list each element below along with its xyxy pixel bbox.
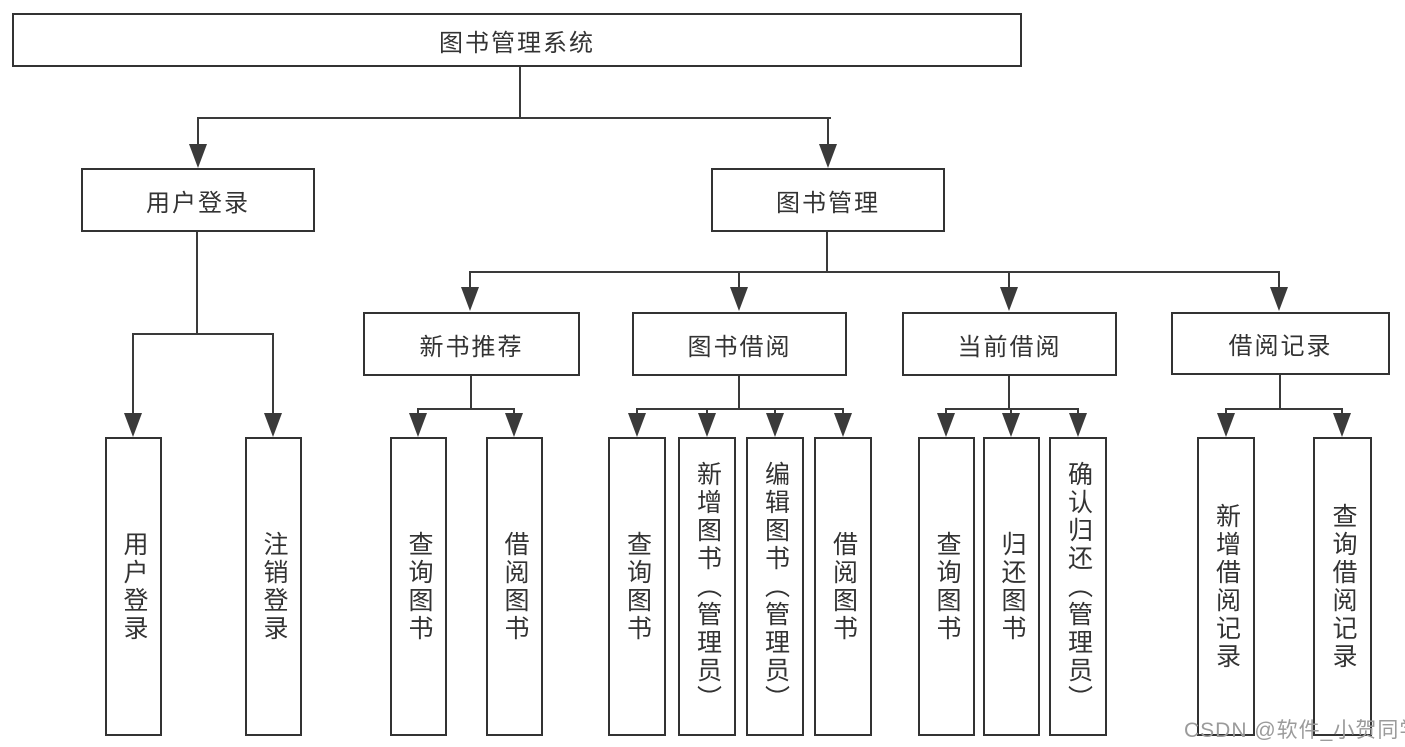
- connector-drop-user-login: [197, 117, 199, 145]
- node-new-book-recommend-label: 新书推荐: [419, 333, 524, 361]
- connector-user-login-stub: [196, 232, 198, 335]
- leaf-current-query-label: 查询图书: [933, 530, 961, 643]
- leaf-confirm-return: 确认归还（管理员）: [1049, 437, 1107, 736]
- arrowhead-br-query-icon: [1333, 413, 1351, 437]
- connector-drop-book-management: [827, 117, 829, 145]
- connector-book-management-stub: [826, 232, 828, 273]
- node-borrow-record-label: 借阅记录: [1228, 333, 1333, 360]
- leaf-record-query: 查询借阅记录: [1313, 437, 1372, 736]
- leaf-borrow-book: 借阅图书: [814, 437, 872, 736]
- leaf-borrow-edit-book-label: 编辑图书（管理员）: [761, 460, 790, 713]
- leaf-borrow-book-label: 借阅图书: [829, 530, 858, 643]
- connector-drop-borrow-record: [1278, 271, 1280, 289]
- connector-borrow-record-stub: [1279, 375, 1281, 410]
- leaf-borrow-edit-book: 编辑图书（管理员）: [746, 437, 804, 736]
- leaf-borrow-add-book: 新增图书（管理员）: [678, 437, 736, 736]
- connector-root-stub: [519, 67, 521, 119]
- connector-drop-leaf-user-login: [132, 333, 134, 415]
- node-current-borrow: 当前借阅: [902, 312, 1117, 376]
- connector-drop-bb-add: [706, 408, 708, 416]
- arrowhead-cb-return-icon: [1002, 413, 1020, 437]
- connector-drop-br-query: [1341, 408, 1343, 416]
- leaf-logout: 注销登录: [245, 437, 302, 736]
- arrowhead-book-borrow-icon: [730, 287, 748, 311]
- connector-current-borrow-stub: [1008, 376, 1010, 410]
- leaf-borrow-query-label: 查询图书: [623, 530, 652, 643]
- arrowhead-current-borrow-icon: [1000, 287, 1018, 311]
- arrowhead-leaf-logout-icon: [264, 413, 282, 437]
- connector-book-borrow-branch: [636, 408, 844, 410]
- connector-drop-nb-query: [417, 408, 419, 416]
- arrowhead-user-login-icon: [189, 144, 207, 168]
- arrowhead-bb-query-icon: [628, 413, 646, 437]
- arrowhead-borrow-record-icon: [1270, 287, 1288, 311]
- connector-borrow-record-branch: [1225, 408, 1342, 410]
- node-book-borrow: 图书借阅: [632, 312, 847, 376]
- arrowhead-cb-confirm-icon: [1069, 413, 1087, 437]
- arrowhead-bb-edit-icon: [766, 413, 784, 437]
- arrowhead-nb-borrow-icon: [505, 413, 523, 437]
- arrowhead-nb-query-icon: [409, 413, 427, 437]
- arrowhead-bb-borrow-icon: [834, 413, 852, 437]
- arrowhead-br-add-icon: [1217, 413, 1235, 437]
- leaf-newbook-borrow-label: 借阅图书: [501, 530, 529, 643]
- node-user-login: 用户登录: [81, 168, 315, 232]
- arrowhead-new-book-icon: [461, 287, 479, 311]
- leaf-logout-label: 注销登录: [260, 530, 288, 643]
- node-new-book-recommend: 新书推荐: [363, 312, 580, 376]
- connector-current-borrow-branch: [945, 408, 1079, 410]
- node-book-management: 图书管理: [711, 168, 945, 232]
- leaf-record-add: 新增借阅记录: [1197, 437, 1255, 736]
- leaf-return-book-label: 归还图书: [998, 530, 1026, 643]
- leaf-current-query: 查询图书: [918, 437, 975, 736]
- connector-drop-leaf-logout: [272, 333, 274, 415]
- node-book-borrow-label: 图书借阅: [687, 333, 792, 361]
- leaf-user-login-label: 用户登录: [120, 530, 148, 643]
- connector-level2-branch: [197, 117, 831, 119]
- connector-user-login-branch: [132, 333, 274, 335]
- arrowhead-bb-add-icon: [698, 413, 716, 437]
- arrowhead-leaf-user-login-icon: [124, 413, 142, 437]
- node-book-management-label: 图书管理: [776, 189, 880, 217]
- leaf-newbook-query-label: 查询图书: [405, 530, 433, 643]
- leaf-confirm-return-label: 确认归还（管理员）: [1064, 460, 1093, 713]
- connector-drop-cb-return: [1010, 408, 1012, 416]
- connector-drop-cb-query: [945, 408, 947, 416]
- node-user-login-label: 用户登录: [146, 189, 250, 217]
- leaf-return-book: 归还图书: [983, 437, 1040, 736]
- connector-new-book-branch: [417, 408, 515, 410]
- leaf-borrow-query: 查询图书: [608, 437, 666, 736]
- connector-drop-cb-confirm: [1077, 408, 1079, 416]
- connector-drop-nb-borrow: [513, 408, 515, 416]
- arrowhead-book-management-icon: [819, 144, 837, 168]
- node-root-label: 图书管理系统: [439, 29, 595, 57]
- connector-level3-branch: [469, 271, 1280, 273]
- connector-drop-br-add: [1225, 408, 1227, 416]
- connector-new-book-stub: [470, 376, 472, 410]
- node-borrow-record: 借阅记录: [1171, 312, 1390, 375]
- connector-drop-bb-edit: [774, 408, 776, 416]
- connector-drop-book-borrow: [738, 271, 740, 289]
- leaf-record-add-label: 新增借阅记录: [1212, 502, 1241, 671]
- leaf-user-login: 用户登录: [105, 437, 162, 736]
- arrowhead-cb-query-icon: [937, 413, 955, 437]
- connector-drop-bb-borrow: [842, 408, 844, 416]
- node-current-borrow-label: 当前借阅: [957, 333, 1062, 361]
- leaf-borrow-add-book-label: 新增图书（管理员）: [693, 460, 722, 713]
- leaf-newbook-query: 查询图书: [390, 437, 447, 736]
- connector-book-borrow-stub: [738, 376, 740, 410]
- connector-drop-current-borrow: [1008, 271, 1010, 289]
- leaf-record-query-label: 查询借阅记录: [1329, 502, 1357, 671]
- node-root-system: 图书管理系统: [12, 13, 1022, 67]
- leaf-newbook-borrow: 借阅图书: [486, 437, 543, 736]
- connector-drop-bb-query: [636, 408, 638, 416]
- connector-drop-new-book: [469, 271, 471, 289]
- csdn-watermark: CSDN @软件_小贺同学: [1184, 719, 1405, 742]
